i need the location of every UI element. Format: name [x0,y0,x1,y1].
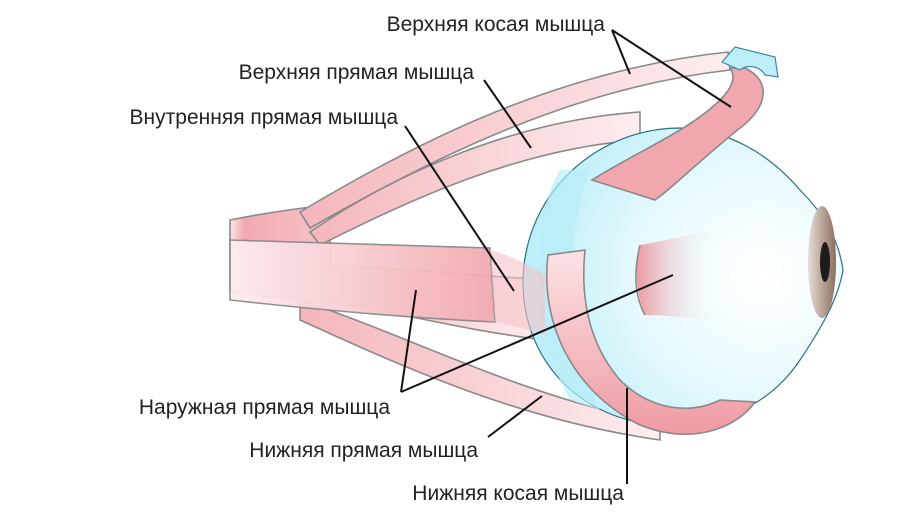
label-inferior-rectus: Нижняя прямая мышца [249,439,478,462]
label-lateral-rectus: Наружная прямая мышца [139,396,390,419]
inferior-rectus-muscle [299,298,661,441]
inferior-oblique-muscle [546,249,757,435]
label-medial-rectus: Внутренняя прямая мышца [130,106,399,129]
label-superior-oblique: Верхняя косая мышца [387,13,606,36]
label-inferior-oblique: Нижняя косая мышца [412,482,624,505]
lateral-rectus-muscle [229,239,496,323]
trochlea [721,46,779,78]
pupil [820,242,830,282]
label-superior-rectus: Верхняя прямая мышца [239,61,475,84]
lateral-rectus-insertion [636,230,715,320]
leader-lines [400,29,732,484]
